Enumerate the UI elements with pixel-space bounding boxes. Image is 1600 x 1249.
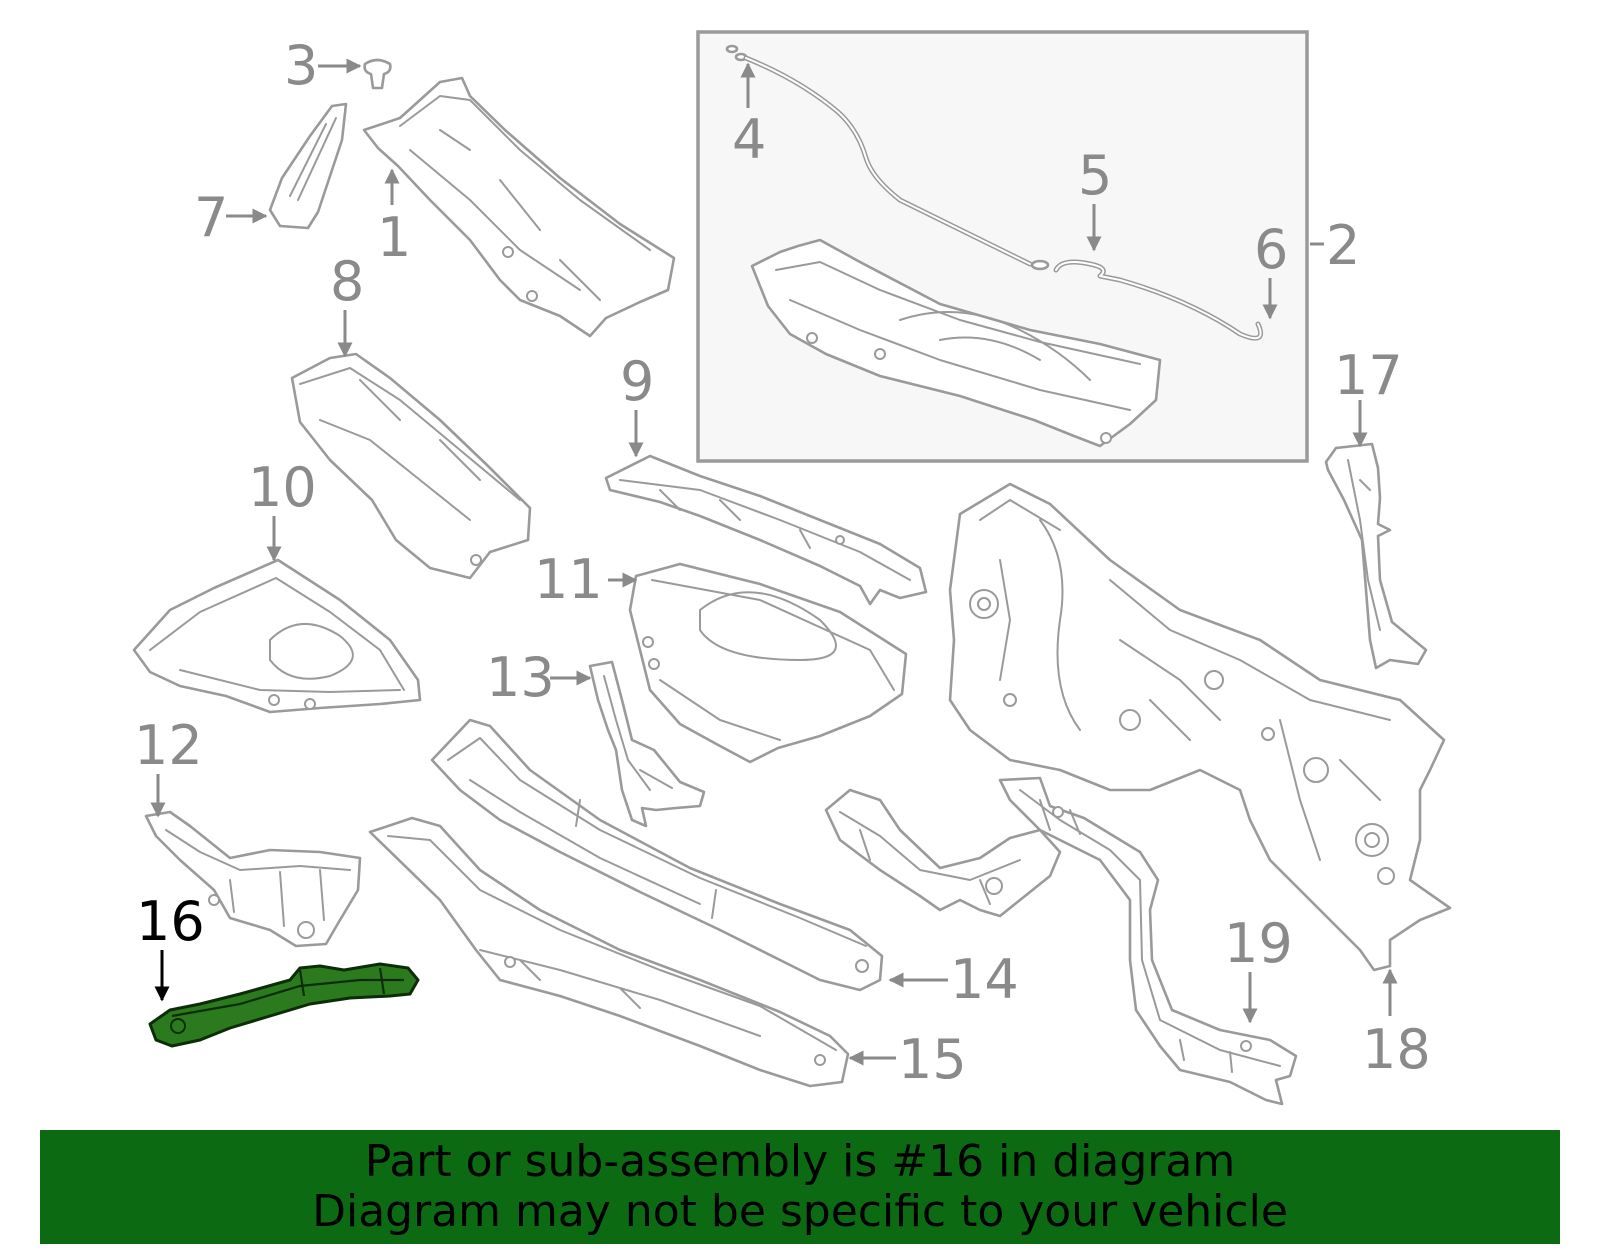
part-8-plenum[interactable] bbox=[290, 352, 532, 580]
part-19-lower-rail[interactable] bbox=[824, 788, 1062, 918]
part-18-dash-panel[interactable] bbox=[948, 482, 1452, 972]
banner-line-1: Part or sub-assembly is #16 in diagram bbox=[364, 1136, 1236, 1187]
part-16-highlighted[interactable] bbox=[148, 962, 420, 1048]
part-19-rail[interactable] bbox=[998, 776, 1298, 1106]
callout-12: 12 bbox=[134, 714, 203, 777]
part-13-bracket[interactable] bbox=[588, 660, 706, 828]
callout-16: 16 bbox=[136, 890, 205, 953]
part-7-seal[interactable] bbox=[268, 102, 348, 230]
info-banner: Part or sub-assembly is #16 in diagram D… bbox=[40, 1130, 1560, 1244]
callout-15: 15 bbox=[898, 1028, 967, 1091]
callout-10: 10 bbox=[248, 456, 317, 519]
callout-11: 11 bbox=[534, 548, 603, 611]
part-17-pillar[interactable] bbox=[1324, 442, 1428, 670]
callout-3: 3 bbox=[284, 34, 318, 97]
callout-1: 1 bbox=[377, 206, 411, 269]
callout-14: 14 bbox=[950, 948, 1019, 1011]
callout-labels: 1 2 3 4 5 6 7 8 9 10 11 12 13 14 15 16 1… bbox=[134, 34, 1431, 1091]
callout-7: 7 bbox=[194, 186, 228, 249]
part-11-panel[interactable] bbox=[628, 562, 908, 764]
callout-4: 4 bbox=[732, 108, 766, 171]
part-3-clip[interactable] bbox=[363, 58, 392, 90]
callout-19: 19 bbox=[1224, 912, 1293, 975]
part-15-lower-cross-member[interactable] bbox=[368, 816, 850, 1088]
callout-2: 2 bbox=[1326, 214, 1360, 277]
banner-line-2: Diagram may not be specific to your vehi… bbox=[312, 1186, 1288, 1237]
callout-17: 17 bbox=[1334, 344, 1403, 407]
callout-8: 8 bbox=[330, 250, 364, 313]
part-1-cowl-panel[interactable] bbox=[362, 76, 676, 338]
part-10-side-panel[interactable] bbox=[132, 558, 422, 714]
callout-18: 18 bbox=[1362, 1018, 1431, 1081]
leader-lines bbox=[150, 58, 1398, 1066]
callout-5: 5 bbox=[1078, 144, 1112, 207]
part-9-reinforcement[interactable] bbox=[604, 454, 928, 606]
callout-9: 9 bbox=[620, 350, 654, 413]
part-14-cross-member[interactable] bbox=[430, 718, 884, 992]
part-12-side-bracket[interactable] bbox=[144, 810, 362, 948]
callout-13: 13 bbox=[486, 646, 555, 709]
part-4-5-6-washer-hoses[interactable] bbox=[725, 44, 1264, 341]
callout-6: 6 bbox=[1254, 218, 1288, 281]
part-2-cowl-assembly[interactable] bbox=[750, 238, 1162, 448]
